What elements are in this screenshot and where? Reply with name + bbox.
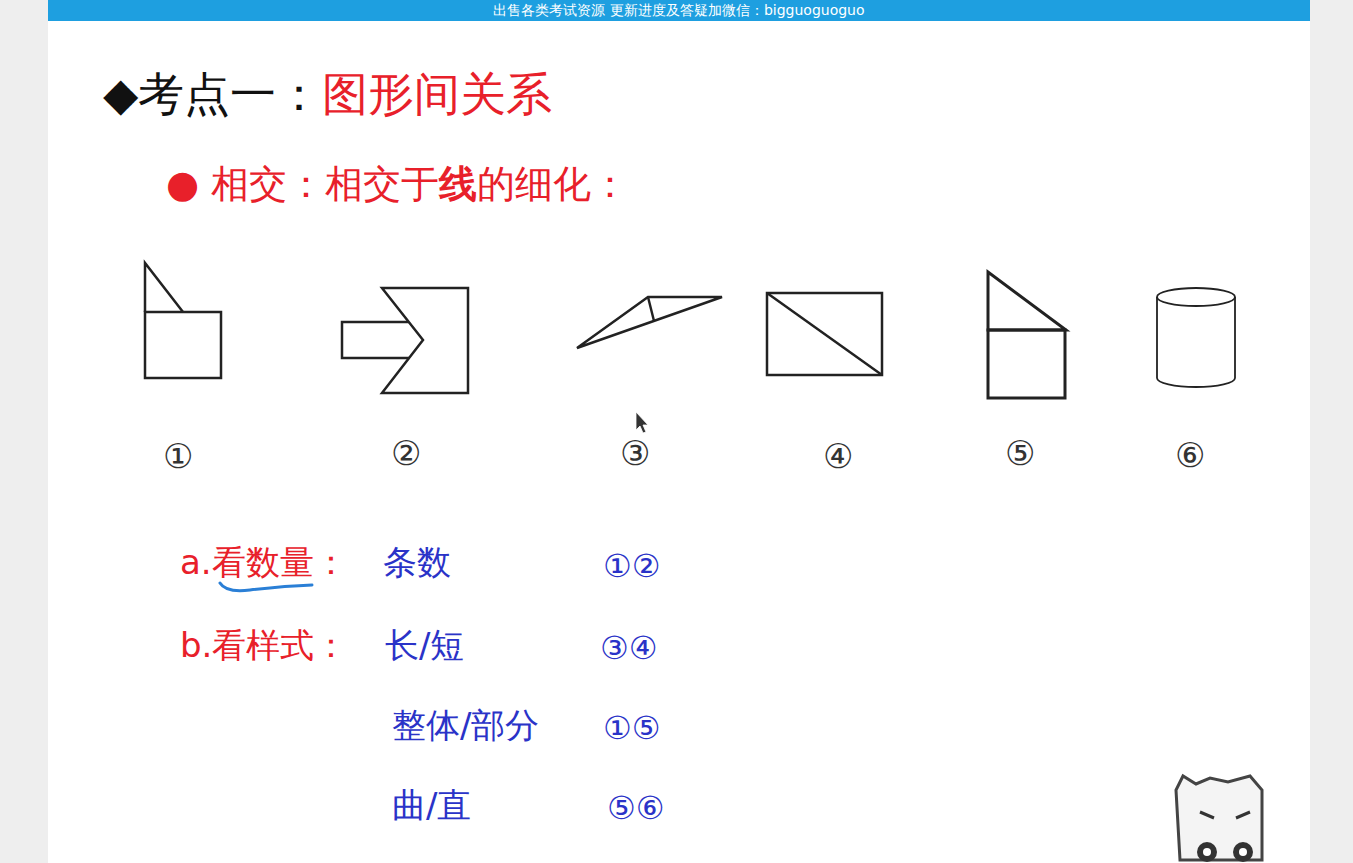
figure-square — [988, 330, 1065, 398]
figure-triangle — [145, 263, 183, 312]
figure-cylinder-body — [1157, 297, 1235, 387]
figure-triangle — [988, 272, 1066, 330]
bullet-heading-emphasis: 线 — [439, 162, 477, 208]
figure-number: ④ — [823, 436, 853, 477]
figure-thin-triangle — [577, 297, 722, 348]
bullet-heading: ● 相交：相交于 — [166, 162, 439, 208]
section-heading: ◆考点一： — [103, 67, 322, 122]
figure-rectangle — [767, 293, 882, 375]
figure-arrow-bar — [342, 322, 409, 358]
figure-inner-line — [648, 297, 654, 321]
cartoon-mascot — [1176, 776, 1262, 862]
bullet-heading: 的细化： — [477, 162, 629, 208]
figure-pair: ①⑤ — [603, 709, 660, 747]
figure-pair: ③④ — [600, 629, 657, 667]
rule-heading: a.看数量： — [180, 542, 348, 583]
figure-number: ① — [163, 436, 193, 477]
rule-item: 长/短 — [385, 625, 464, 666]
figure-number: ② — [391, 433, 421, 474]
figure-number: ③ — [620, 433, 650, 474]
banner-bar — [48, 0, 1310, 21]
figure-cylinder-top — [1157, 288, 1235, 306]
mouse-cursor — [636, 412, 648, 433]
figure-notched-shape — [382, 288, 468, 393]
rule-item: 条数 — [383, 542, 451, 583]
rule-item: 整体/部分 — [392, 705, 539, 746]
figure-number: ⑤ — [1005, 433, 1035, 474]
figure-number: ⑥ — [1175, 435, 1205, 476]
underline-stroke — [220, 583, 312, 591]
rule-heading: b.看样式： — [180, 625, 348, 666]
figure-square — [145, 312, 221, 378]
section-heading-topic: 图形间关系 — [322, 67, 552, 122]
banner-text: 出售各类考试资源 更新进度及答疑加微信：bigguoguoguo — [493, 2, 864, 19]
figure-diagonal — [767, 293, 882, 375]
figure-pair: ①② — [603, 547, 660, 585]
figure-pair: ⑤⑥ — [607, 789, 664, 827]
rule-item: 曲/直 — [392, 785, 471, 826]
slide-page — [48, 0, 1310, 863]
